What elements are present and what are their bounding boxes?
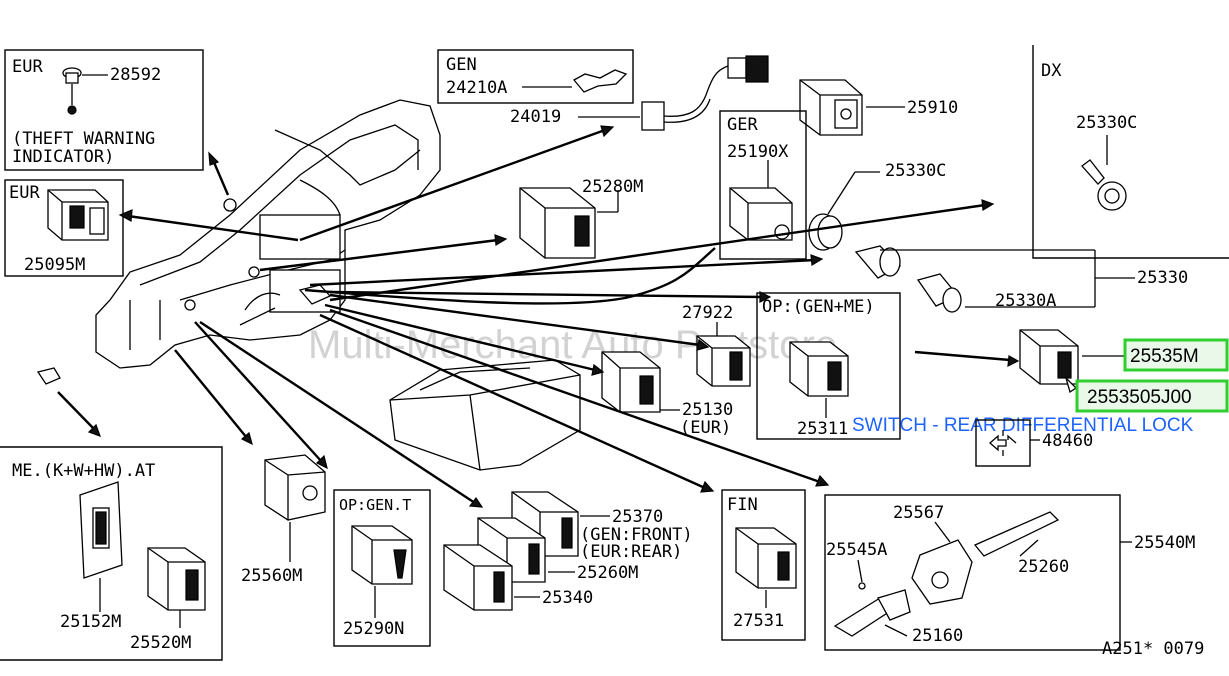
part-number-25152m[interactable]: 25152M: [60, 612, 121, 632]
switch-25910: 25910: [799, 79, 958, 136]
box-eur-theft-warning: EUR 28592 (THEFT WARNING INDICATOR): [4, 49, 204, 171]
part-number-28592[interactable]: 28592: [110, 65, 161, 85]
part-note: (EUR): [680, 418, 731, 438]
part-note: (GEN:FRONT): [580, 525, 693, 545]
part-number-25290n[interactable]: 25290N: [343, 619, 404, 639]
part-number-25260m[interactable]: 25260M: [577, 563, 638, 583]
box-title: ME.(K+W+HW).AT: [12, 461, 155, 481]
part-number-25260[interactable]: 25260: [1018, 557, 1069, 577]
switch-25560m: 25560M: [241, 454, 326, 586]
part-number-27922[interactable]: 27922: [682, 303, 733, 323]
part-number-25545a[interactable]: 25545A: [826, 540, 887, 560]
part-number-25520m[interactable]: 25520M: [130, 633, 191, 653]
box-title: EUR: [12, 57, 43, 77]
part-number-25160[interactable]: 25160: [912, 626, 963, 646]
box-title: GEN: [446, 55, 477, 75]
part-number-25280m[interactable]: 25280M: [582, 177, 643, 197]
box-title: GER: [727, 115, 758, 135]
part-number-25311[interactable]: 25311: [797, 419, 848, 439]
drawing-code: A251* 0079: [1102, 639, 1204, 659]
highlight-description: SWITCH - REAR DIFFERENTIAL LOCK: [852, 415, 1194, 436]
box-title: EUR: [9, 183, 40, 203]
part-number-25330c-dx[interactable]: 25330C: [1076, 113, 1137, 133]
harness-24019: 24019: [510, 55, 769, 131]
switch-25280m: 25280M: [519, 177, 643, 259]
box-eur-switch: EUR 25095M: [4, 179, 124, 277]
part-number-27531[interactable]: 27531: [733, 611, 784, 631]
part-number-25330[interactable]: 25330: [1137, 268, 1188, 288]
part-number-25330c[interactable]: 25330C: [885, 161, 946, 181]
box-fin: FIN 27531: [721, 489, 806, 641]
switch-25130: 25130 (EUR): [601, 351, 733, 438]
connector: [36, 367, 61, 385]
part-number-25910[interactable]: 25910: [907, 98, 958, 118]
box-combination-switch: 25540M 25567 25545A 25260 25160: [824, 494, 1195, 651]
part-number-25095m[interactable]: 25095M: [24, 255, 85, 275]
box-title: FIN: [727, 495, 758, 515]
part-number-25190x[interactable]: 25190X: [727, 142, 789, 162]
part-note: (EUR:REAR): [580, 542, 682, 562]
highlight-oem-box[interactable]: [1075, 379, 1229, 413]
box-title: DX: [1041, 61, 1062, 81]
part-number-25567[interactable]: 25567: [893, 503, 944, 523]
part-number-25560m[interactable]: 25560M: [241, 566, 302, 586]
box-me-kwhw-at: ME.(K+W+HW).AT 25152M 25520M: [0, 446, 223, 661]
switch-stack: 25370 (GEN:FRONT) (EUR:REAR) 25260M 2534…: [443, 491, 693, 611]
box-dx: DX 25330C: [1032, 45, 1229, 259]
part-number-25370[interactable]: 25370: [612, 507, 663, 527]
socket-25330c: 25330C: [808, 161, 946, 251]
rear-diff-lock-switch: [1019, 329, 1125, 394]
part-number-25340[interactable]: 25340: [542, 588, 593, 608]
part-number-25130[interactable]: 25130: [682, 400, 733, 420]
note-line: (THEFT WARNING: [12, 129, 155, 149]
part-number-24210a[interactable]: 24210A: [446, 78, 507, 98]
box-title: OP:(GEN+ME): [762, 297, 875, 317]
part-number-25540m[interactable]: 25540M: [1134, 533, 1195, 553]
highlight-oem-number[interactable]: 2553505J00: [1087, 387, 1192, 408]
highlight-part-number[interactable]: 25535M: [1130, 346, 1199, 367]
box-op-gen-me: OP:(GEN+ME) 25311: [756, 292, 901, 440]
center-console: [389, 359, 581, 471]
icon-plate-48460: 48460: [975, 419, 1093, 467]
box-op-gen-t: OP:GEN.T 25290N: [333, 489, 431, 647]
leader-lines: [57, 125, 1020, 508]
part-number-48460[interactable]: 48460: [1042, 431, 1093, 451]
switch-27922: 27922: [682, 303, 751, 387]
box-title: OP:GEN.T: [339, 496, 411, 514]
part-number-24019[interactable]: 24019: [510, 107, 561, 127]
part-number-25330a[interactable]: 25330A: [995, 291, 1056, 311]
highlight-part-box[interactable]: [1123, 338, 1229, 372]
cigar-lighter-25330: 25330 25330A: [854, 245, 1188, 313]
box-gen-bracket: GEN 24210A: [437, 49, 634, 104]
note-line: INDICATOR): [12, 147, 114, 167]
box-ger: GER 25190X: [719, 110, 807, 260]
